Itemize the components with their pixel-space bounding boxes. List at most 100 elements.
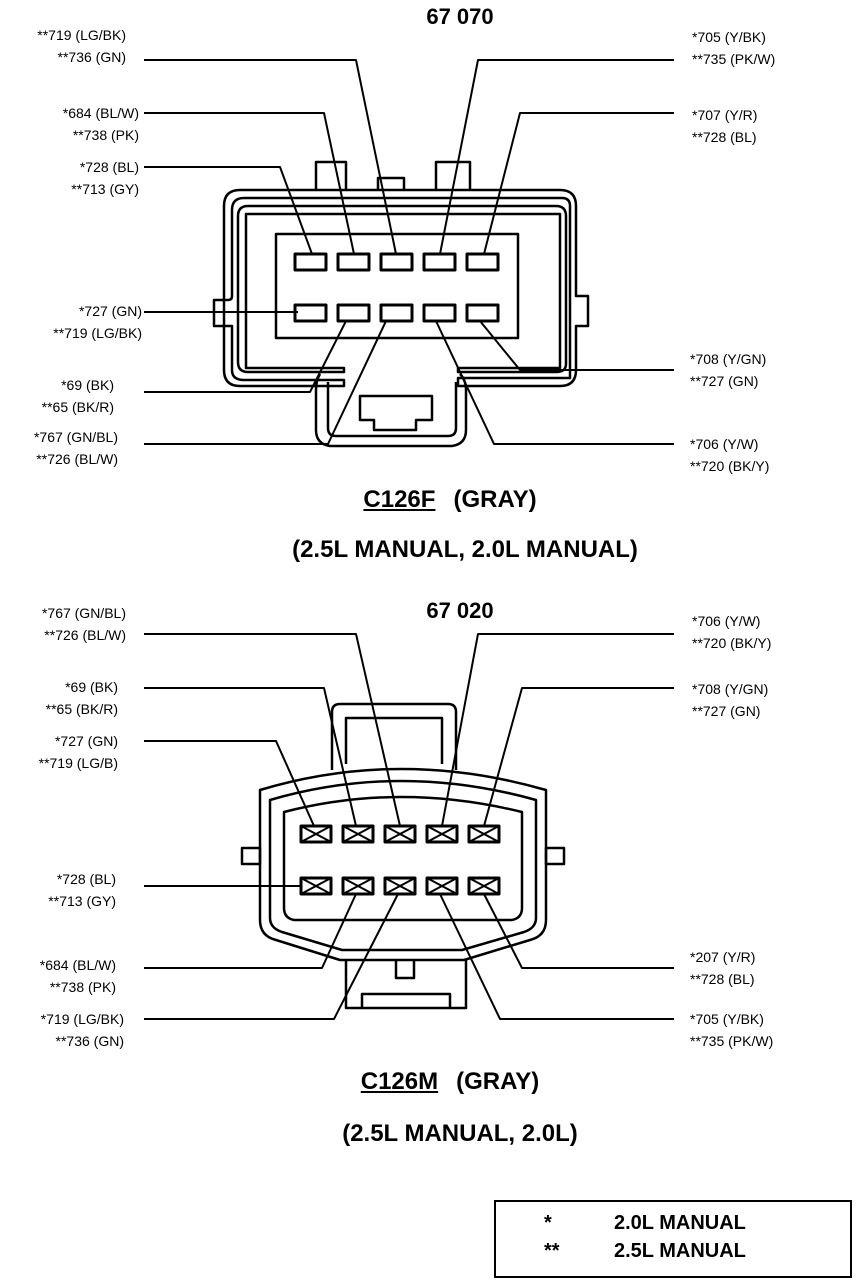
bottom-connector-body bbox=[240, 702, 566, 1010]
wire-label: **736 (GN) bbox=[57, 49, 126, 65]
bottom-right-label-3: *207 (Y/R) **728 (BL) bbox=[690, 946, 755, 990]
terminal bbox=[336, 303, 371, 323]
wire-label: **728 (BL) bbox=[690, 971, 755, 987]
wire-label: **728 (BL) bbox=[692, 129, 757, 145]
wire-label: **720 (BK/Y) bbox=[690, 458, 770, 474]
wire-label: *706 (Y/W) bbox=[692, 613, 761, 629]
bottom-leader-lines bbox=[144, 633, 674, 1020]
wire-label: *707 (Y/R) bbox=[692, 107, 758, 123]
terminal bbox=[465, 252, 500, 272]
terminal bbox=[379, 252, 414, 272]
wire-label: **735 (PK/W) bbox=[690, 1033, 774, 1049]
wire-label: *684 (BL/W) bbox=[62, 105, 139, 121]
wire-label: *728 (BL) bbox=[56, 871, 116, 887]
wire-label: *69 (BK) bbox=[61, 377, 114, 393]
terminal bbox=[465, 303, 500, 323]
wire-label: **738 (PK) bbox=[72, 127, 139, 143]
wire-label: *708 (Y/GN) bbox=[690, 351, 767, 367]
wire-label: *684 (BL/W) bbox=[39, 957, 116, 973]
wire-label: **726 (BL/W) bbox=[44, 627, 126, 643]
terminal bbox=[341, 876, 375, 896]
terminal bbox=[293, 252, 328, 272]
bottom-right-label-4: *705 (Y/BK) **735 (PK/W) bbox=[690, 1008, 773, 1052]
top-part-number: 67 070 bbox=[426, 4, 494, 29]
terminal bbox=[422, 303, 457, 323]
top-left-label-6: *767 (GN/BL) **726 (BL/W) bbox=[34, 426, 118, 470]
bottom-connector-title: C126M (GRAY) bbox=[300, 1068, 600, 1096]
connector-id: C126M bbox=[360, 1068, 439, 1095]
terminal bbox=[341, 824, 375, 844]
terminal bbox=[425, 824, 459, 844]
top-application: (2.5L MANUAL, 2.0L MANUAL) bbox=[292, 536, 638, 563]
terminal bbox=[299, 824, 333, 844]
wire-label: **713 (GY) bbox=[71, 181, 139, 197]
wire-label: **738 (PK) bbox=[49, 979, 116, 995]
wire-label: **719 (LG/BK) bbox=[37, 27, 126, 43]
top-right-label-2: *707 (Y/R) **728 (BL) bbox=[692, 104, 757, 148]
wire-label: *69 (BK) bbox=[65, 679, 118, 695]
top-connector-title: C126F (GRAY) bbox=[300, 486, 600, 514]
wire-label: **713 (GY) bbox=[48, 893, 116, 909]
wire-label: **727 (GN) bbox=[690, 373, 759, 389]
wire-label: **65 (BK/R) bbox=[45, 701, 118, 717]
bottom-left-label-1: *767 (GN/BL) **726 (BL/W) bbox=[42, 602, 126, 646]
connector-id: C126F bbox=[363, 486, 436, 513]
wire-label: **719 (LG/BK) bbox=[53, 325, 142, 341]
top-right-label-1: *705 (Y/BK) **735 (PK/W) bbox=[692, 26, 775, 70]
terminal bbox=[293, 303, 328, 323]
bottom-left-label-3: *727 (GN) **719 (LG/B) bbox=[39, 730, 118, 774]
bottom-left-label-5: *684 (BL/W) **738 (PK) bbox=[40, 954, 116, 998]
bottom-left-label-4: *728 (BL) **713 (GY) bbox=[48, 868, 116, 912]
legend-row: * 2.0L MANUAL bbox=[496, 1212, 850, 1238]
connector-color: (GRAY) bbox=[453, 486, 537, 513]
wire-label: *708 (Y/GN) bbox=[692, 681, 769, 697]
wire-label: *705 (Y/BK) bbox=[692, 29, 766, 45]
wire-label: **65 (BK/R) bbox=[41, 399, 114, 415]
top-terminals bbox=[293, 252, 500, 323]
terminal bbox=[299, 876, 333, 896]
terminal bbox=[379, 303, 414, 323]
wire-label: **727 (GN) bbox=[692, 703, 761, 719]
bottom-right-label-2: *708 (Y/GN) **727 (GN) bbox=[692, 678, 768, 722]
bottom-terminals bbox=[299, 824, 501, 896]
top-left-label-5: *69 (BK) **65 (BK/R) bbox=[42, 374, 114, 418]
top-right-label-4: *706 (Y/W) **720 (BK/Y) bbox=[690, 433, 769, 477]
wire-label: **719 (LG/B) bbox=[38, 755, 118, 771]
terminal bbox=[425, 876, 459, 896]
terminal bbox=[467, 824, 501, 844]
legend-row: ** 2.5L MANUAL bbox=[496, 1240, 850, 1266]
wire-label: *705 (Y/BK) bbox=[690, 1011, 764, 1027]
legend-text: 2.0L MANUAL bbox=[614, 1212, 746, 1234]
connector-color: (GRAY) bbox=[456, 1068, 540, 1095]
legend-box: * 2.0L MANUAL ** 2.5L MANUAL bbox=[494, 1200, 852, 1278]
bottom-left-label-6: *719 (LG/BK) **736 (GN) bbox=[41, 1008, 124, 1052]
terminal bbox=[383, 824, 417, 844]
wire-label: *767 (GN/BL) bbox=[41, 605, 126, 621]
wire-label: *719 (LG/BK) bbox=[40, 1011, 124, 1027]
bottom-left-label-2: *69 (BK) **65 (BK/R) bbox=[46, 676, 118, 720]
wire-label: **720 (BK/Y) bbox=[692, 635, 772, 651]
wire-label: *727 (GN) bbox=[78, 303, 142, 319]
terminal bbox=[422, 252, 457, 272]
top-left-label-1: **719 (LG/BK) **736 (GN) bbox=[37, 24, 126, 68]
wire-label: *728 (BL) bbox=[79, 159, 139, 175]
legend-symbol: ** bbox=[544, 1240, 560, 1262]
bottom-right-label-1: *706 (Y/W) **720 (BK/Y) bbox=[692, 610, 771, 654]
top-leader-lines bbox=[144, 59, 674, 445]
wire-label: *767 (GN/BL) bbox=[33, 429, 118, 445]
terminal bbox=[336, 252, 371, 272]
terminal bbox=[383, 876, 417, 896]
wire-label: *207 (Y/R) bbox=[690, 949, 756, 965]
top-left-label-3: *728 (BL) **713 (GY) bbox=[71, 156, 139, 200]
terminal bbox=[467, 876, 501, 896]
wire-label: *706 (Y/W) bbox=[690, 436, 759, 452]
legend-symbol: * bbox=[544, 1212, 552, 1234]
wire-label: **735 (PK/W) bbox=[692, 51, 776, 67]
wire-label: **726 (BL/W) bbox=[36, 451, 118, 467]
top-left-label-2: *684 (BL/W) **738 (PK) bbox=[63, 102, 139, 146]
wire-label: **736 (GN) bbox=[55, 1033, 124, 1049]
top-right-label-3: *708 (Y/GN) **727 (GN) bbox=[690, 348, 766, 392]
legend-text: 2.5L MANUAL bbox=[614, 1240, 746, 1262]
wire-label: *727 (GN) bbox=[54, 733, 118, 749]
